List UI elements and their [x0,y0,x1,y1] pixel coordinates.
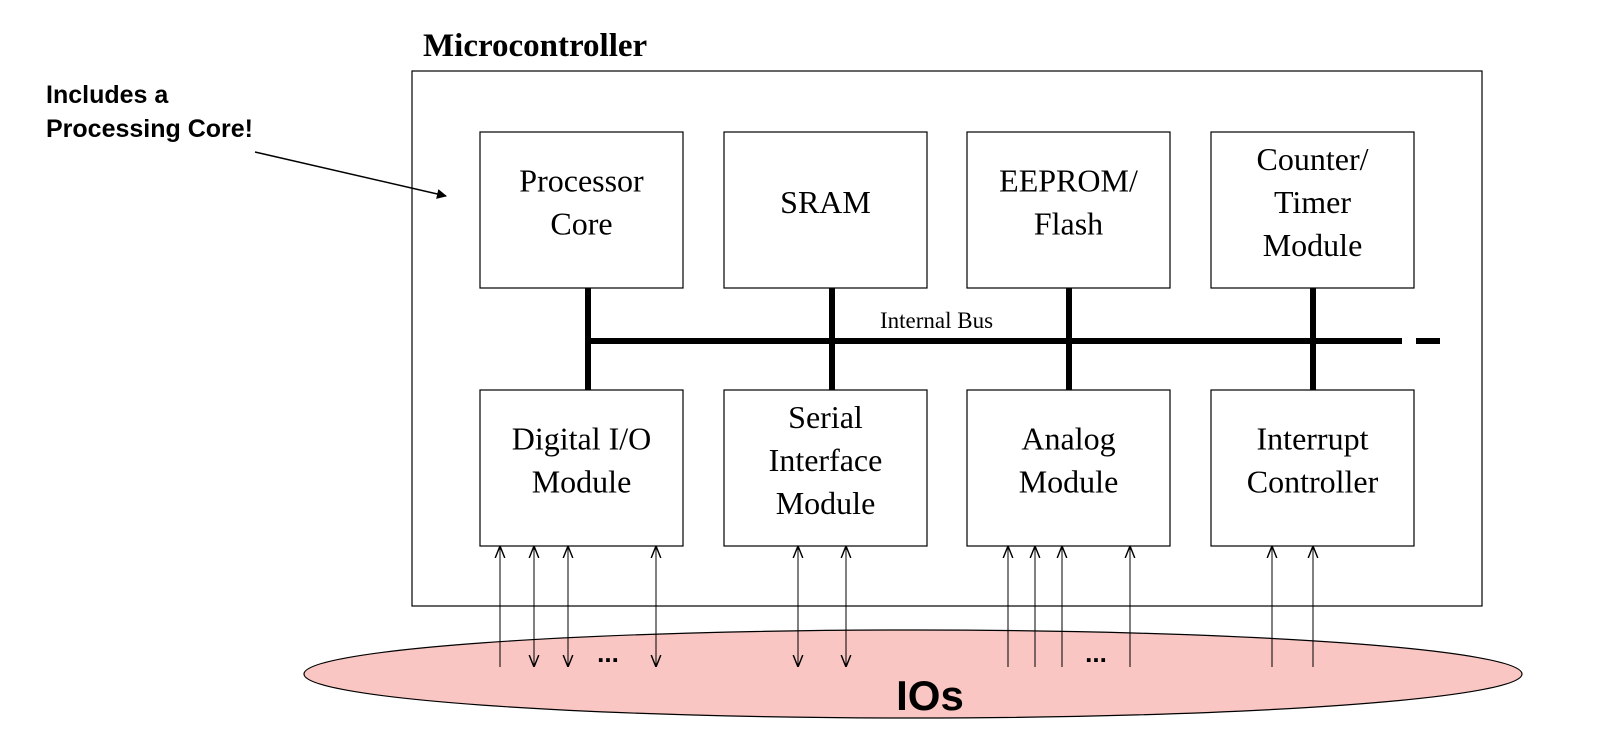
bottom-module-label-1-2: Module [776,485,876,521]
bottom-module-box-1 [723,389,928,547]
diagram-title: Microcontroller [423,28,647,64]
top-module-box-3 [1210,131,1415,289]
note-line-1: Includes a [46,81,169,109]
bottom-module-label-2-1: Module [1019,464,1119,500]
top-module-label-3-0: Counter/ [1257,141,1369,177]
bottom-module-label-3-1: Controller [1247,464,1379,500]
bus-taps [585,288,1316,390]
io-ellipsis-digital: ... [597,638,619,668]
io-ellipsis-analog: ... [1085,638,1107,668]
bottom-module-box-3 [1210,389,1415,547]
top-module-label-3-1: Timer [1274,184,1351,220]
bottom-module-box-2 [966,389,1171,547]
bottom-module-label-3-0: Interrupt [1257,421,1369,457]
top-module-label-2-0: EEPROM/ [999,163,1138,199]
bottom-module-label-0-0: Digital I/O [512,421,652,457]
ios-label: IOs [896,672,964,719]
bottom-module-label-1-1: Interface [769,442,883,478]
top-module-label-2-1: Flash [1034,206,1103,242]
bottom-module-label-2-0: Analog [1021,421,1115,457]
top-module-box-0 [479,131,684,289]
bottom-module-box-0 [479,389,684,547]
bottom-module-label-0-1: Module [532,464,632,500]
io-arrows [500,546,1313,667]
top-module-label-0-0: Processor [519,163,644,199]
top-module-label-0-1: Core [550,206,612,242]
note-arrow [254,151,447,199]
top-module-box-1 [723,131,928,289]
internal-bus-label: Internal Bus [880,308,993,333]
note-line-2: Processing Core! [46,115,253,143]
top-module-label-3-2: Module [1263,227,1363,263]
top-module-label-1-0: SRAM [780,184,871,220]
bottom-module-label-1-0: Serial [788,399,863,435]
ios-ellipse [303,629,1523,719]
top-module-box-2 [966,131,1171,289]
